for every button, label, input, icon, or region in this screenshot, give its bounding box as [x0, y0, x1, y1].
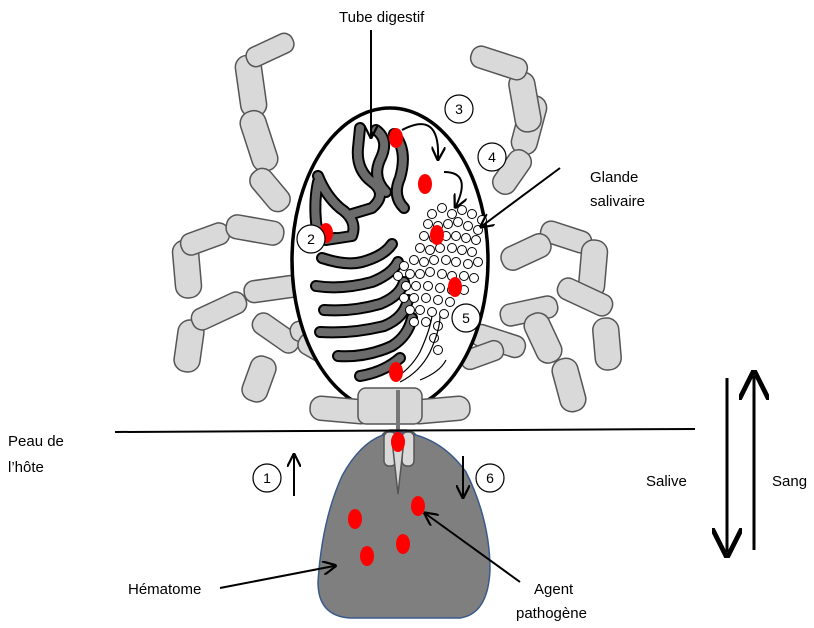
step-2-number: 2 [307, 231, 315, 247]
label-tube-digestif: Tube digestif [339, 9, 425, 26]
label-agent-line2: pathogène [516, 605, 587, 622]
label-hematome: Hématome [128, 581, 201, 598]
pathogen-marker [396, 534, 410, 554]
step-1-number: 1 [263, 470, 271, 486]
step-6-number: 6 [486, 470, 494, 486]
pathogen-marker [391, 432, 405, 452]
label-glande-line2: salivaire [590, 193, 645, 210]
pathogen-marker [348, 509, 362, 529]
step-4-number: 4 [488, 149, 496, 165]
pathogen-marker [418, 174, 432, 194]
label-agent-line1: Agent [534, 581, 574, 598]
pathogen-marker [360, 546, 374, 566]
step-5-number: 5 [462, 310, 470, 326]
pathogen-marker [430, 225, 444, 245]
label-glande-line1: Glande [590, 169, 638, 186]
label-salive: Salive [646, 473, 687, 490]
pathogen-marker [448, 277, 462, 297]
label-peau-line1: Peau de [8, 433, 64, 450]
step-3-number: 3 [455, 101, 463, 117]
label-peau-line2: l’hôte [8, 459, 44, 476]
label-sang: Sang [772, 473, 807, 490]
pathogen-marker [411, 496, 425, 516]
pathogen-marker [389, 128, 403, 148]
pathogen-marker [389, 362, 403, 382]
hematome-pointer [220, 566, 334, 588]
